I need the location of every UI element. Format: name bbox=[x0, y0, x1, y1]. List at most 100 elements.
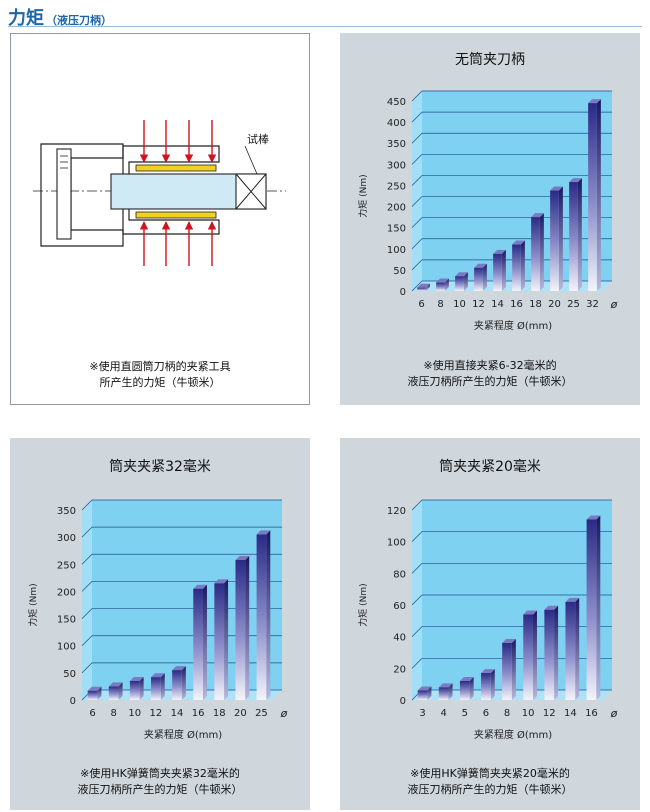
bar-top bbox=[550, 186, 563, 191]
chart-note-line2: 液压刀柄所产生的力矩（牛顿米） bbox=[407, 783, 573, 796]
gridline bbox=[411, 217, 423, 228]
x-tick-label: 18 bbox=[529, 299, 542, 310]
bar-side bbox=[181, 666, 186, 700]
bar-top bbox=[544, 605, 559, 610]
gridline bbox=[411, 563, 423, 574]
bar-top bbox=[108, 682, 123, 687]
x-tick-label: 4 bbox=[440, 708, 446, 719]
bar-side bbox=[554, 605, 559, 700]
bar-side bbox=[448, 683, 453, 700]
x-tick-label: 25 bbox=[567, 299, 580, 310]
bar-top bbox=[588, 99, 601, 104]
gridline bbox=[411, 111, 423, 123]
chart-title: 筒夹夹紧32毫米 bbox=[109, 459, 211, 475]
bar bbox=[569, 182, 578, 291]
y-tick-label: 50 bbox=[393, 266, 406, 277]
x-tick-label: 5 bbox=[462, 708, 468, 719]
bar-top bbox=[436, 278, 449, 283]
bar-top bbox=[256, 530, 271, 535]
bar-top bbox=[214, 579, 229, 584]
bar bbox=[481, 673, 491, 700]
x-tick-label: 32 bbox=[586, 299, 599, 310]
x-tick-label: 3 bbox=[419, 708, 425, 719]
x-tick-label: 14 bbox=[171, 708, 184, 719]
y-tick-label: 200 bbox=[57, 587, 76, 598]
x-tick-label: 18 bbox=[213, 708, 226, 719]
x-tick-label: 8 bbox=[504, 708, 510, 719]
y-tick-label: 100 bbox=[387, 538, 406, 549]
x-tick-label: 6 bbox=[89, 708, 95, 719]
test-bar-label: 试棒 bbox=[247, 132, 269, 146]
y-axis-label: 力矩 (Nm) bbox=[357, 174, 369, 217]
bar-side bbox=[596, 99, 601, 291]
y-tick-label: 50 bbox=[63, 669, 76, 680]
bar-top bbox=[235, 555, 250, 560]
gridline bbox=[411, 280, 423, 292]
bar bbox=[193, 588, 203, 700]
bar-side bbox=[575, 597, 580, 700]
screw bbox=[56, 148, 72, 240]
test-bar-leader bbox=[244, 145, 258, 175]
test-bar-cross bbox=[235, 173, 267, 210]
bar-side bbox=[501, 249, 506, 291]
gridline bbox=[411, 594, 423, 606]
bar bbox=[438, 687, 449, 700]
y-tick-label: 400 bbox=[387, 118, 406, 129]
y-tick-label: 60 bbox=[393, 601, 406, 612]
gridline bbox=[81, 554, 93, 565]
gridline bbox=[411, 196, 423, 207]
y-tick-label: 200 bbox=[387, 203, 406, 214]
y-tick-label: 300 bbox=[57, 533, 76, 544]
gridline bbox=[81, 608, 93, 619]
diagram-note-line2: 所产生的力矩（牛顿米） bbox=[99, 376, 221, 389]
chart-note-line2: 液压刀柄所产生的力矩（牛顿米） bbox=[407, 375, 573, 388]
bar-top bbox=[193, 584, 207, 589]
bar-side bbox=[425, 283, 430, 291]
bar-top bbox=[417, 686, 432, 691]
x-tick-label: 14 bbox=[491, 299, 504, 310]
y-tick-label: 20 bbox=[393, 664, 406, 675]
chart-title: 筒夹夹紧20毫米 bbox=[439, 459, 541, 475]
bar bbox=[151, 677, 161, 700]
x-axis-label: 夹紧程度 Ø(mm) bbox=[144, 728, 222, 741]
y-axis-label: 力矩 (Nm) bbox=[27, 583, 39, 626]
y-tick-label: 100 bbox=[57, 642, 76, 653]
bar-top bbox=[502, 639, 516, 643]
bar-side bbox=[245, 555, 250, 700]
chart-note: ※使用直接夹紧6-32毫米的 液压刀柄所产生的力矩（牛顿米） bbox=[340, 358, 640, 390]
bar-side bbox=[427, 686, 432, 700]
bar-top bbox=[474, 263, 487, 268]
bar bbox=[544, 609, 555, 700]
y-tick-label: 350 bbox=[57, 506, 76, 517]
bar-top bbox=[459, 677, 474, 681]
x-tick-label: 14 bbox=[564, 708, 577, 719]
bar-top bbox=[565, 597, 580, 602]
gridline bbox=[81, 662, 93, 674]
bar-side bbox=[482, 263, 487, 291]
x-tick-label: 16 bbox=[585, 708, 598, 719]
diagram-panel: 试棒 ※使用直圆筒刀柄的夹紧工具 所产生的力矩（牛顿米） bbox=[10, 33, 310, 405]
bar-top bbox=[438, 683, 453, 688]
bar-side bbox=[539, 213, 544, 291]
bar-top bbox=[569, 178, 582, 183]
hydraulic-chuck-diagram: 试棒 bbox=[33, 120, 286, 266]
x-tick-label: 8 bbox=[110, 708, 116, 719]
x-tick-label: 16 bbox=[192, 708, 205, 719]
bar bbox=[235, 559, 246, 700]
page-subtitle: （液压刀柄） bbox=[46, 14, 112, 27]
x-axis-label: 夹紧程度 Ø(mm) bbox=[474, 728, 552, 741]
chuck-sleeve-outer bbox=[122, 145, 220, 235]
plot-side-wall bbox=[82, 500, 92, 700]
x-tick-label: 20 bbox=[548, 299, 561, 310]
bar bbox=[455, 276, 464, 291]
y-axis-label: 力矩 (Nm) bbox=[357, 583, 369, 626]
page-title: 力矩（液压刀柄） bbox=[8, 4, 112, 30]
gridline bbox=[411, 658, 423, 669]
bar-side bbox=[202, 584, 207, 700]
x-tick-label: 12 bbox=[150, 708, 163, 719]
y-tick-label: 250 bbox=[387, 181, 406, 192]
